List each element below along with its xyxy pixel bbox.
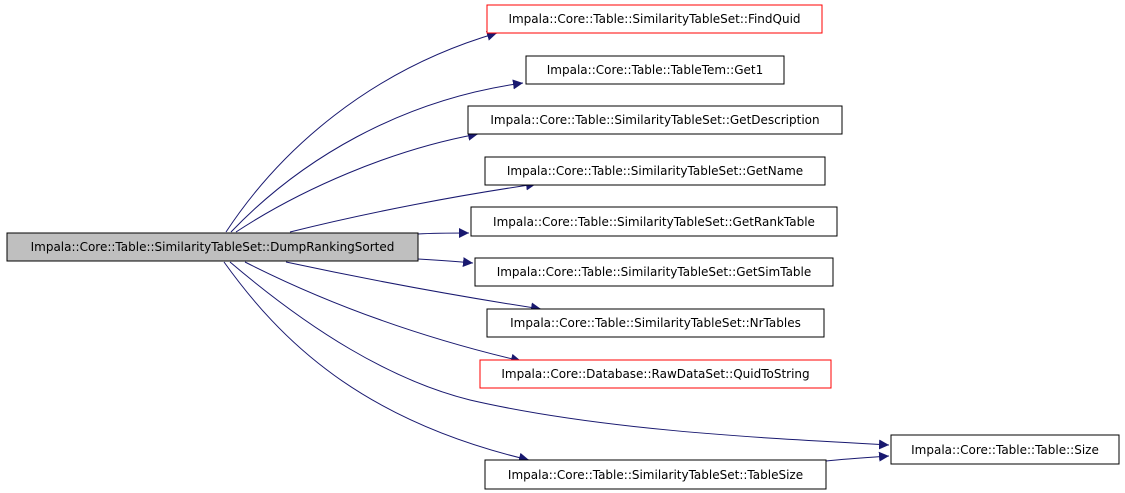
node-quidtostring[interactable]: Impala::Core::Database::RawDataSet::Quid… xyxy=(479,359,832,389)
node-getsimtable[interactable]: Impala::Core::Table::SimilarityTableSet:… xyxy=(474,257,834,287)
edge-root-to-findquid xyxy=(225,31,498,233)
node-label: Impala::Core::Table::SimilarityTableSet:… xyxy=(507,164,803,178)
edge-root-to-get1 xyxy=(230,79,524,233)
node-label: Impala::Core::Table::SimilarityTableSet:… xyxy=(490,113,819,127)
edge-root-to-getranktable xyxy=(417,228,470,239)
node-label: Impala::Core::Table::TableTem::Get1 xyxy=(547,63,763,77)
node-dumprankingsorted[interactable]: Impala::Core::Table::SimilarityTableSet:… xyxy=(6,232,419,262)
node-label: Impala::Core::Table::SimilarityTableSet:… xyxy=(508,468,803,482)
edge-root-to-getname xyxy=(289,180,537,233)
edge-root-to-tablesize xyxy=(223,261,530,463)
edge-root-to-getsimtable xyxy=(417,257,474,268)
node-label: Impala::Core::Table::SimilarityTableSet:… xyxy=(493,215,815,229)
node-tablesize[interactable]: Impala::Core::Table::SimilarityTableSet:… xyxy=(484,459,827,490)
node-findquid[interactable]: Impala::Core::Table::SimilarityTableSet:… xyxy=(486,4,823,34)
edges-layer xyxy=(223,31,890,463)
edge-root-to-nrtables xyxy=(285,261,542,313)
node-getdescription[interactable]: Impala::Core::Table::SimilarityTableSet:… xyxy=(467,105,843,135)
nodes-layer: Impala::Core::Table::SimilarityTableSet:… xyxy=(6,4,1120,490)
edge-root-to-getdescription xyxy=(235,130,479,233)
node-getranktable[interactable]: Impala::Core::Table::SimilarityTableSet:… xyxy=(470,206,838,237)
edge-root-to-quidtostring xyxy=(244,261,522,364)
node-size[interactable]: Impala::Core::Table::Table::Size xyxy=(890,434,1120,465)
node-label: Impala::Core::Table::SimilarityTableSet:… xyxy=(508,12,800,26)
edge-tablesize-to-size xyxy=(825,451,890,462)
node-nrtables[interactable]: Impala::Core::Table::SimilarityTableSet:… xyxy=(486,308,825,338)
edge-root-to-size xyxy=(229,261,890,450)
node-label: Impala::Core::Table::SimilarityTableSet:… xyxy=(497,265,812,279)
node-get1[interactable]: Impala::Core::Table::TableTem::Get1 xyxy=(525,55,785,85)
node-label: Impala::Core::Table::SimilarityTableSet:… xyxy=(510,316,801,330)
node-getname[interactable]: Impala::Core::Table::SimilarityTableSet:… xyxy=(484,156,826,186)
node-label: Impala::Core::Database::RawDataSet::Quid… xyxy=(501,367,809,381)
node-label: Impala::Core::Table::Table::Size xyxy=(911,443,1099,457)
node-label: Impala::Core::Table::SimilarityTableSet:… xyxy=(31,240,395,254)
